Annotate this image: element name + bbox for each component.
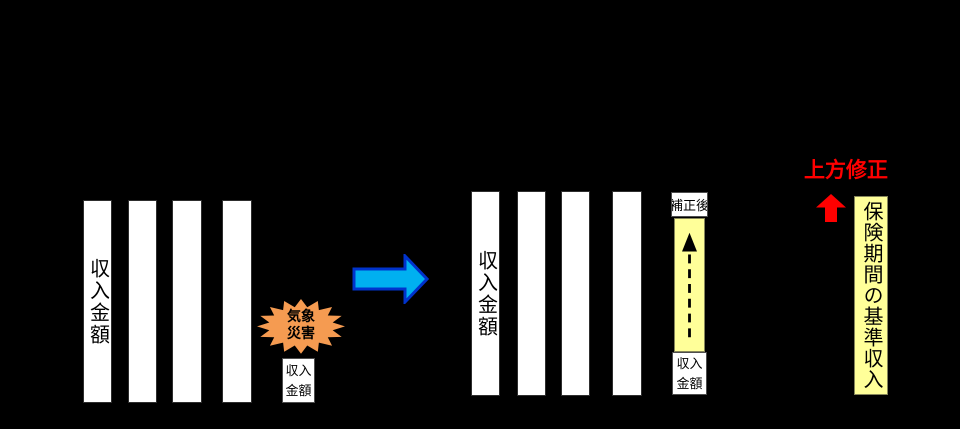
left-income-bar-label: 収入金額 <box>86 257 109 346</box>
left-income-bar-2 <box>128 200 157 403</box>
right-income-bar-2 <box>517 191 546 396</box>
weather-disaster-burst: 気象 災害 <box>257 299 345 354</box>
right-income-bar-4 <box>612 191 642 396</box>
right-arrow-icon <box>352 254 429 304</box>
right-income-bar-3 <box>561 191 590 396</box>
up-arrow-icon <box>816 194 846 222</box>
increase-amount-bar <box>674 218 705 352</box>
right-small-income-box: 収入 金額 <box>672 352 707 395</box>
left-income-bar-1: 収入金額 <box>83 200 112 403</box>
weather-disaster-label: 気象 災害 <box>287 308 315 341</box>
dashed-up-arrow-icon <box>682 232 697 342</box>
base-income-label: 保険期間の基準収入 <box>860 201 882 390</box>
right-income-bar-1: 収入金額 <box>471 191 500 396</box>
right-income-bar-label: 収入金額 <box>474 249 497 338</box>
left-income-bar-4 <box>222 200 252 403</box>
corrected-label-box: 補正後 <box>671 192 708 217</box>
burst-icon <box>257 299 345 354</box>
base-income-bar: 保険期間の基準収入 <box>854 196 888 395</box>
upward-revision-label: 上方修正 <box>804 159 888 182</box>
left-small-income-box: 収入 金額 <box>282 358 315 403</box>
left-income-bar-3 <box>172 200 202 403</box>
